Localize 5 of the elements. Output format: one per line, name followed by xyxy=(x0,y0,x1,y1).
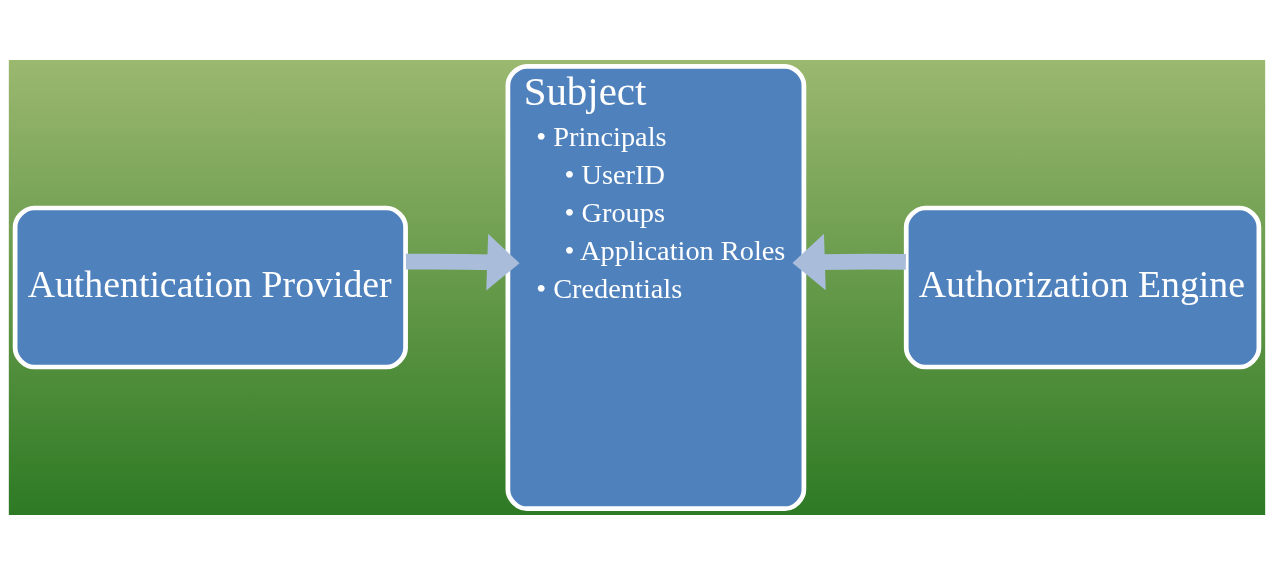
arrow xyxy=(792,233,907,290)
node-box: Authorization Engine xyxy=(903,205,1262,369)
node-box: Subject • Principals • UserID • Groups • Application Roles • Credentials xyxy=(505,63,807,511)
node-box: Authentication Provider xyxy=(12,205,408,369)
arrow xyxy=(405,233,520,291)
